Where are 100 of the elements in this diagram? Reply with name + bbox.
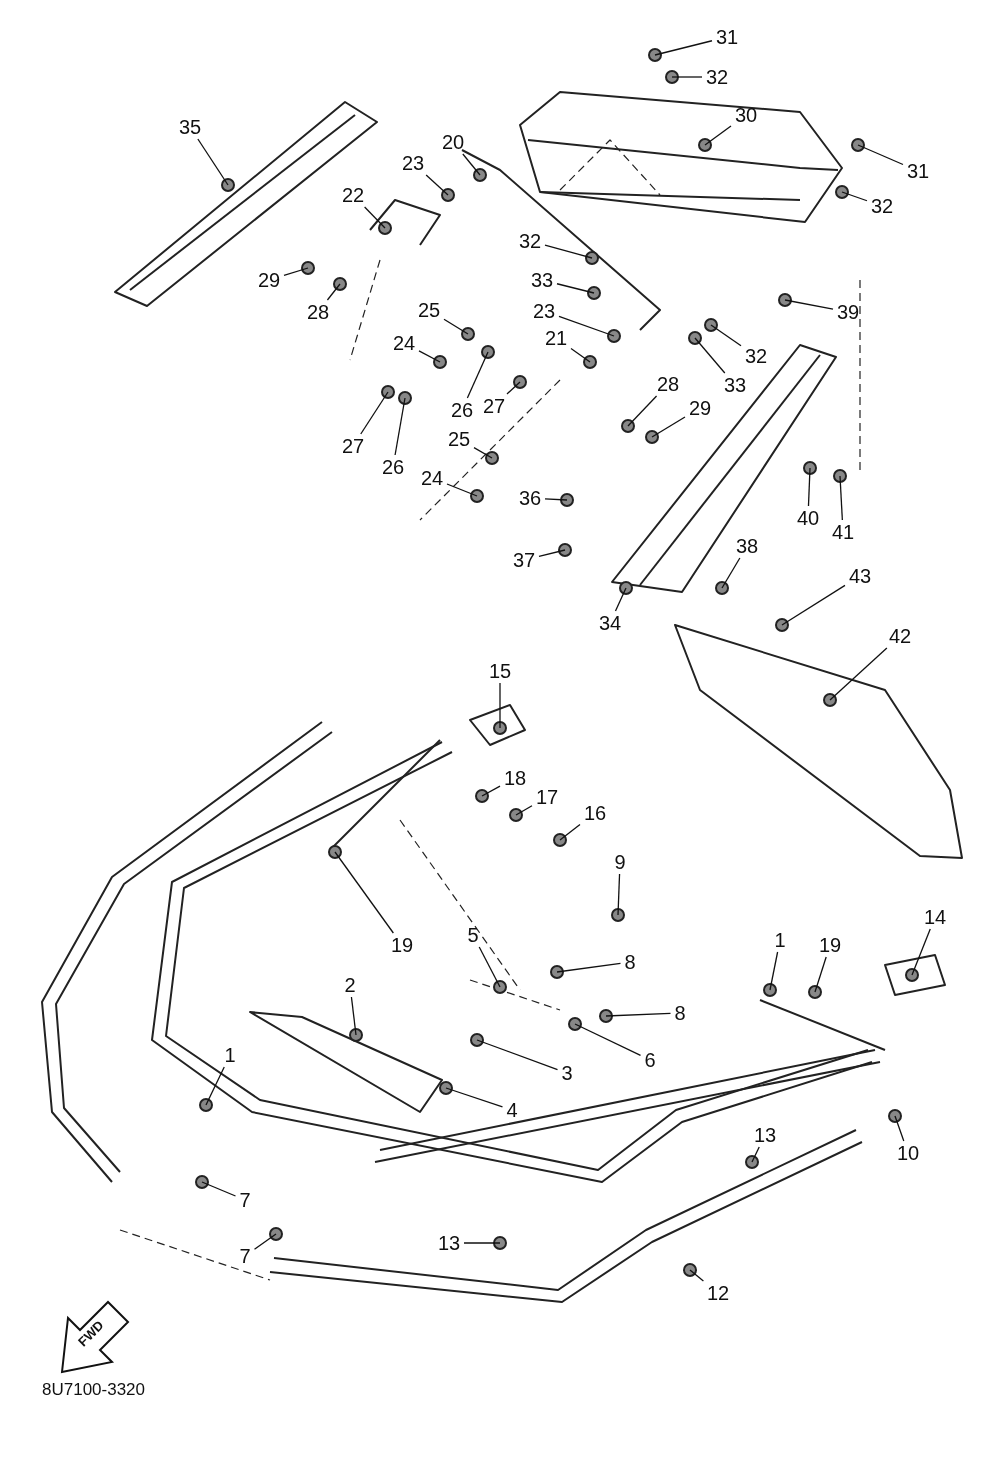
leader-line <box>559 823 581 841</box>
callout-number: 29 <box>256 269 283 291</box>
callout-number: 23 <box>400 152 427 174</box>
callout-number: 37 <box>511 549 538 571</box>
leader-line <box>556 283 595 294</box>
leader-line <box>807 467 811 507</box>
leader-line <box>574 1023 642 1057</box>
leader-line <box>721 557 741 589</box>
callout-number: 35 <box>177 116 204 138</box>
leader-line <box>499 682 501 729</box>
leader-line <box>605 1012 672 1017</box>
callout-number: 39 <box>835 301 862 323</box>
callout-number: 32 <box>517 230 544 252</box>
leader-line <box>627 395 658 427</box>
callout-number: 5 <box>465 924 481 946</box>
leader-line <box>558 315 615 337</box>
leader-line <box>689 1269 705 1282</box>
callout-number: 1 <box>222 1044 238 1066</box>
callout-number: 23 <box>531 300 558 322</box>
leader-line <box>463 1242 501 1244</box>
leader-line <box>425 174 449 196</box>
callout-number: 21 <box>543 327 570 349</box>
leader-line <box>784 299 834 310</box>
callout-number: 18 <box>502 767 529 789</box>
callout-number: 22 <box>340 184 367 206</box>
callout-number: 29 <box>687 397 714 419</box>
callout-number: 41 <box>830 521 857 543</box>
callout-number: 10 <box>895 1142 922 1164</box>
callout-number: 31 <box>905 160 932 182</box>
callout-number: 12 <box>705 1282 732 1304</box>
leader-line <box>654 40 713 56</box>
callout-number: 30 <box>733 104 760 126</box>
callout-number: 13 <box>436 1232 463 1254</box>
leader-line <box>829 647 888 701</box>
callout-number: 3 <box>559 1062 575 1084</box>
callout-number: 24 <box>391 332 418 354</box>
leader-line <box>781 584 846 626</box>
leader-line <box>556 962 622 973</box>
callout-number: 9 <box>612 851 628 873</box>
callout-number: 13 <box>752 1124 779 1146</box>
callout-number: 19 <box>389 934 416 956</box>
leader-line <box>704 125 732 146</box>
leader-line <box>394 397 406 456</box>
leader-line <box>446 483 478 497</box>
leader-line <box>769 951 779 991</box>
leader-line <box>617 873 621 916</box>
leader-line <box>671 76 703 78</box>
leader-line <box>326 283 341 301</box>
leader-line <box>814 956 827 993</box>
callout-number: 32 <box>869 195 896 217</box>
callout-number: 2 <box>342 974 358 996</box>
callout-number: 28 <box>305 301 332 323</box>
leader-line <box>911 928 931 976</box>
callout-number: 32 <box>743 345 770 367</box>
callout-number: 24 <box>419 467 446 489</box>
callout-number: 6 <box>642 1049 658 1071</box>
leader-line <box>894 1115 905 1142</box>
callout-number: 27 <box>481 395 508 417</box>
leader-line <box>443 318 469 335</box>
callout-number: 26 <box>380 456 407 478</box>
leader-line <box>473 447 493 459</box>
callout-number: 4 <box>504 1099 520 1121</box>
callout-number: 19 <box>817 934 844 956</box>
callout-number: 15 <box>487 660 514 682</box>
callout-number: 26 <box>449 399 476 421</box>
leader-line <box>283 267 309 277</box>
leader-line <box>570 347 591 363</box>
leader-line <box>515 805 533 816</box>
callout-number: 25 <box>416 299 443 321</box>
drawing-number: 8U7100-3320 <box>42 1380 146 1400</box>
leader-line <box>651 416 686 438</box>
callout-number: 7 <box>237 1245 253 1267</box>
leader-line <box>694 337 726 374</box>
leader-line <box>360 391 389 435</box>
callout-number: 28 <box>655 373 682 395</box>
callout-number: 20 <box>440 131 467 153</box>
callout-number: 1 <box>772 929 788 951</box>
callout-number: 33 <box>529 269 556 291</box>
callout-number: 8 <box>622 951 638 973</box>
callout-number: 43 <box>847 565 874 587</box>
callout-number: 33 <box>722 374 749 396</box>
callout-number: 38 <box>734 535 761 557</box>
leader-line <box>462 153 481 176</box>
callout-number: 31 <box>714 26 741 48</box>
callout-number: 8 <box>672 1002 688 1024</box>
callout-number: 25 <box>446 428 473 450</box>
leader-line <box>205 1066 225 1106</box>
leader-line <box>710 324 742 347</box>
leader-line <box>445 1087 504 1108</box>
callout-number: 16 <box>582 802 609 824</box>
callout-number: 40 <box>795 507 822 529</box>
leader-line <box>253 1233 277 1250</box>
leader-line <box>481 785 501 797</box>
leader-line <box>334 851 394 934</box>
callout-number: 34 <box>597 612 624 634</box>
callout-number: 7 <box>237 1189 253 1211</box>
leader-line <box>478 946 501 988</box>
leader-line <box>350 996 357 1036</box>
callout-number: 17 <box>534 786 561 808</box>
leader-line <box>201 1181 237 1197</box>
